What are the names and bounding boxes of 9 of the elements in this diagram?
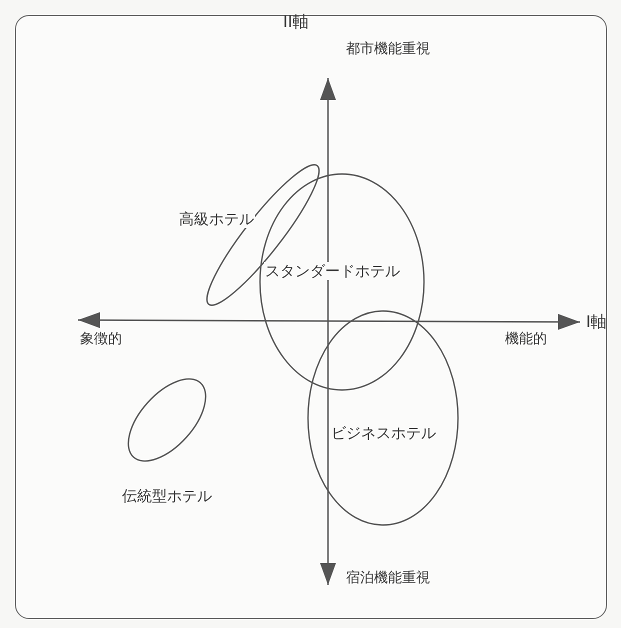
axis-end-label: 都市機能重視	[346, 41, 430, 58]
axis-end-label: 象徴的	[80, 331, 122, 348]
axis-end-label: 宿泊機能重視	[346, 570, 430, 587]
axis-end-label: 機能的	[505, 331, 547, 348]
cluster-label: 伝統型ホテル	[122, 487, 212, 505]
axis-label: II軸	[283, 12, 308, 32]
axis-label: I軸	[586, 312, 607, 332]
cluster-label: スタンダードホテル	[264, 262, 401, 280]
cluster-label: 高級ホテル	[178, 210, 255, 228]
